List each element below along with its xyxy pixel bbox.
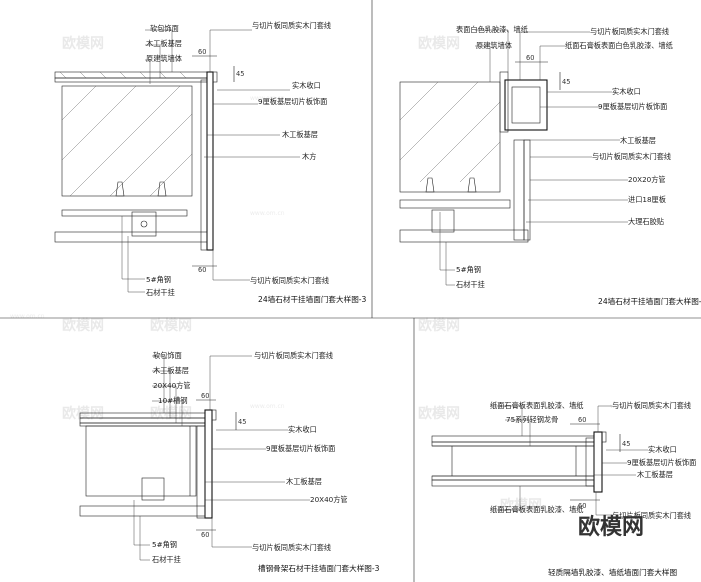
label-original-wall: 原建筑墙体 [146, 54, 182, 63]
label-latex-paint: 表面白色乳胶漆、墙纸 [456, 25, 528, 34]
dimension-60: 60 [198, 266, 206, 274]
label-blockboard-base: 木工板基层 [146, 39, 182, 48]
dimension-60: 60 [578, 502, 586, 510]
dimension-45: 45 [562, 78, 570, 86]
label-door-casing: 与切片板同质实木门套线 [250, 276, 329, 285]
dimension-60: 60 [526, 54, 534, 62]
watermark-text: 欧模网 [62, 317, 104, 334]
label-wood-batten: 木方 [302, 152, 316, 161]
label-door-casing: 与切片板同质实木门套线 [252, 543, 331, 552]
label-blockboard-base: 木工板基层 [637, 470, 673, 479]
label-angle-steel: 5#角钢 [152, 540, 177, 549]
label-solid-wood-trim: 实木收口 [648, 445, 677, 454]
label-door-casing: 与切片板同质实木门套线 [252, 21, 331, 30]
label-original-wall: 原建筑墙体 [476, 41, 512, 50]
label-solid-wood-trim: 实木收口 [288, 425, 317, 434]
label-solid-wood-trim: 实木收口 [292, 81, 321, 90]
watermark-url: www.om.cn [250, 210, 285, 217]
label-blockboard-base: 木工板基层 [153, 366, 189, 375]
watermark-text: 欧模网 [418, 35, 460, 52]
label-solid-wood-trim: 实木收口 [612, 87, 641, 96]
label-soft-upholstery: 软包饰面 [150, 24, 179, 33]
watermark-url: www.om.cn [250, 403, 285, 410]
label-steel-tube: 20X20方管 [628, 175, 666, 184]
label-angle-steel: 5#角钢 [456, 265, 481, 274]
label-9mm-veneer: 9厘板基层切片板饰面 [598, 102, 667, 111]
watermark-text: 欧模网 [418, 317, 460, 334]
panel-4-title: 轻质隔墙乳胶漆、墙纸墙面门套大样图 [548, 567, 677, 577]
watermark-text: 欧模网 [62, 405, 104, 422]
label-blockboard-base: 木工板基层 [620, 136, 656, 145]
dimension-45: 45 [236, 70, 244, 78]
label-9mm-veneer: 9厘板基层切片板饰面 [266, 444, 335, 453]
label-angle-steel: 5#角钢 [146, 275, 171, 284]
watermark-url: www.om.cn [10, 313, 45, 320]
label-9mm-veneer: 9厘板基层切片板饰面 [627, 458, 696, 467]
watermark-url: www.om.cn [250, 95, 285, 102]
panel-1-title: 24墙石材干挂墙面门套大样图-3 [258, 294, 367, 304]
label-blockboard-base: 木工板基层 [282, 130, 318, 139]
panel-3-drawing [79, 355, 310, 561]
label-steel-tube: 20X40方管 [153, 381, 191, 390]
label-18mm-board: 进口18厘板 [628, 195, 666, 204]
label-stone-cladding: 石材干挂 [456, 280, 485, 289]
panel-3-labels: 软包饰面 木工板基层 20X40方管 10#槽钢 与切片板同质实木门套线 实木收… [152, 351, 380, 573]
watermark-text: 欧模网 [150, 405, 192, 422]
panel-3-title: 槽钢骨架石材干挂墙面门套大样图-3 [258, 563, 380, 573]
label-steel-tube: 20X40方管 [310, 495, 348, 504]
label-door-casing: 与切片板同质实木门套线 [254, 351, 333, 360]
dimension-45: 45 [622, 440, 630, 448]
label-soft-upholstery: 软包饰面 [153, 351, 182, 360]
label-blockboard-base: 木工板基层 [286, 477, 322, 486]
brand-logo: 欧模网 [578, 514, 644, 540]
dimension-60: 60 [201, 531, 209, 539]
watermark-text: 欧模网 [150, 317, 192, 334]
label-door-casing: 与切片板同质实木门套线 [590, 27, 669, 36]
label-light-steel-keel: 75系列轻钢龙骨 [506, 415, 558, 424]
watermark-text: 欧模网 [418, 405, 460, 422]
label-gypsum-board: 纸面石膏板表面乳胶漆、墙纸 [490, 401, 583, 410]
label-stone-cladding: 石材干挂 [146, 288, 175, 297]
label-gypsum-board: 纸面石膏板表面乳胶漆、墙纸 [490, 505, 583, 514]
watermark-text: 欧模网 [62, 35, 104, 52]
panel-1-drawing [54, 29, 300, 293]
dimension-45: 45 [238, 418, 246, 426]
watermark-url: www.om.cn [610, 403, 645, 410]
label-door-casing: 与切片板同质实木门套线 [612, 401, 691, 410]
panel-4-labels: 纸面石膏板表面乳胶漆、墙纸 75系列轻钢龙骨 与切片板同质实木门套线 实木收口 … [490, 401, 696, 577]
watermark-text: 欧模网 [500, 497, 542, 514]
dimension-60: 60 [198, 48, 206, 56]
label-stone-cladding: 石材干挂 [152, 555, 181, 564]
dimension-60: 60 [201, 392, 209, 400]
panel-1-labels: 软包饰面 木工板基层 原建筑墙体 与切片板同质实木门套线 实木收口 9厘板基层切… [146, 21, 367, 304]
label-door-casing: 与切片板同质实木门套线 [592, 152, 671, 161]
label-door-casing: 与切片板同质实木门套线 [612, 511, 691, 520]
panel-2-labels: 表面白色乳胶漆、墙纸 原建筑墙体 与切片板同质实木门套线 纸面石膏板表面白色乳胶… [456, 25, 701, 306]
panel-2-drawing [399, 29, 628, 286]
label-marble-adhesive: 大理石胶贴 [628, 217, 664, 226]
panel-2-title: 24墙石材干挂墙面门套大样图-4 [598, 296, 701, 306]
label-gypsum-board: 纸面石膏板表面白色乳胶漆、墙纸 [565, 41, 673, 50]
panel-4-drawing [431, 405, 648, 516]
label-9mm-veneer: 9厘板基层切片板饰面 [258, 97, 327, 106]
label-channel-steel: 10#槽钢 [158, 396, 188, 405]
dimension-60: 60 [578, 416, 586, 424]
